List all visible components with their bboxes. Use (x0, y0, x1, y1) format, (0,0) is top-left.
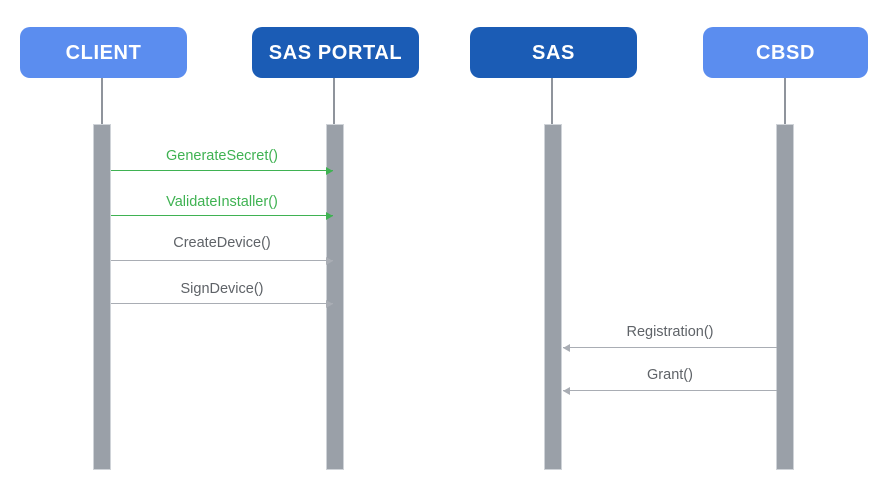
message-line-m3 (111, 260, 333, 261)
participant-label: SAS (532, 41, 575, 64)
message-label-m4: SignDevice() (180, 281, 264, 297)
message-label-m3: CreateDevice() (173, 235, 271, 251)
participant-sas-portal[interactable]: SAS PORTAL (252, 27, 419, 78)
message-arrowhead-m5 (563, 343, 570, 352)
message-arrowhead-m4 (326, 299, 333, 308)
message-arrowhead-m1 (326, 166, 333, 175)
lifeline-client (101, 78, 103, 124)
participant-client[interactable]: CLIENT (20, 27, 187, 78)
message-line-m5 (563, 347, 777, 348)
message-label-m6: Grant() (647, 367, 693, 383)
participant-label: SAS PORTAL (268, 41, 403, 64)
message-arrowhead-m3 (326, 256, 333, 265)
message-label-m1: GenerateSecret() (165, 148, 279, 164)
participant-label: CBSD (755, 41, 816, 64)
message-line-m1 (111, 170, 333, 171)
message-line-m6 (563, 390, 777, 391)
activation-bar-sas-portal (326, 124, 344, 470)
activation-bar-client (93, 124, 111, 470)
activation-bar-cbsd (776, 124, 794, 470)
message-label-m2: ValidateInstaller() (166, 194, 278, 210)
participant-cbsd[interactable]: CBSD (703, 27, 868, 78)
message-line-m4 (111, 303, 333, 304)
message-line-m2 (111, 215, 333, 216)
lifeline-sas (551, 78, 553, 124)
message-label-m5: Registration() (626, 324, 714, 340)
lifeline-cbsd (784, 78, 786, 124)
message-arrowhead-m2 (326, 211, 333, 220)
activation-bar-sas (544, 124, 562, 470)
participant-sas[interactable]: SAS (470, 27, 637, 78)
lifeline-sas-portal (333, 78, 335, 124)
message-arrowhead-m6 (563, 386, 570, 395)
participant-label: CLIENT (65, 41, 142, 64)
